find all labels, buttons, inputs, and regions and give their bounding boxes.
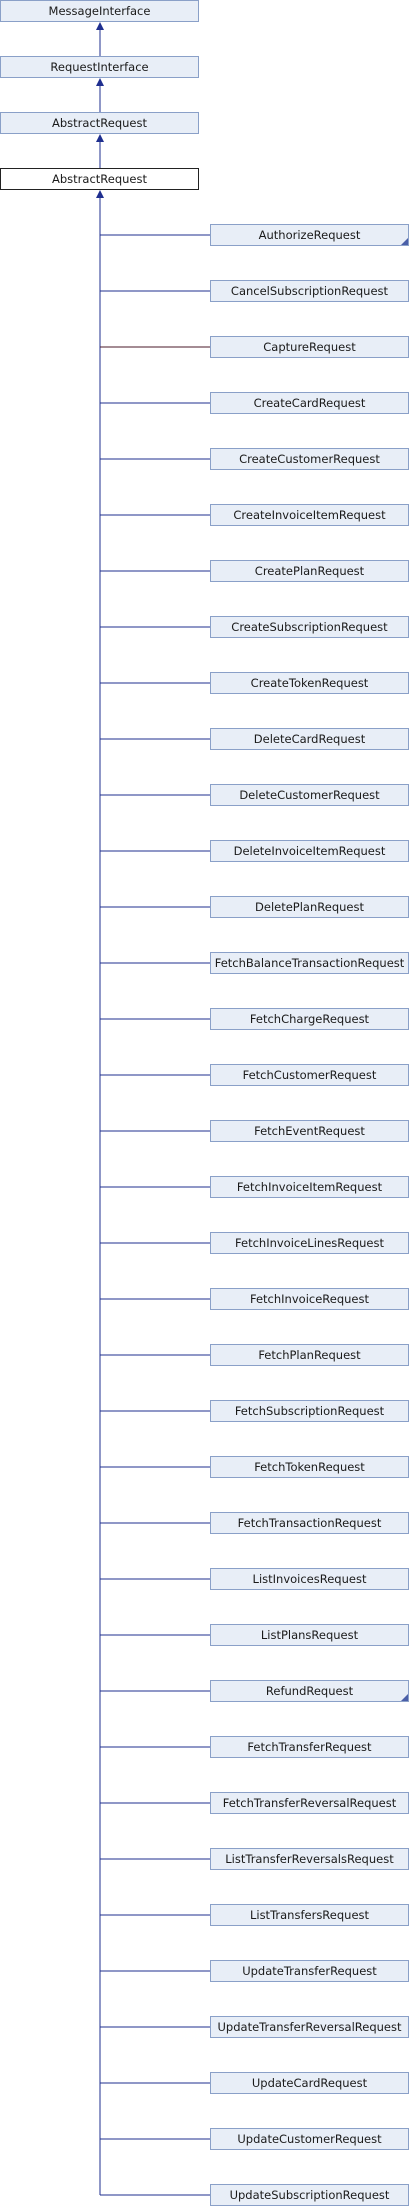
child-node-9[interactable]: CreateTokenRequest (210, 672, 409, 694)
child-node-8-label: CreateSubscriptionRequest (231, 620, 388, 634)
child-node-19[interactable]: FetchInvoiceLinesRequest (210, 1232, 409, 1254)
ancestor-node-2-label: RequestInterface (50, 60, 149, 74)
child-node-26[interactable]: ListPlansRequest (210, 1624, 409, 1646)
child-node-23-label: FetchTokenRequest (254, 1460, 365, 1474)
child-node-15[interactable]: FetchChargeRequest (210, 1008, 409, 1030)
child-node-11-label: DeleteCustomerRequest (239, 788, 380, 802)
child-node-14[interactable]: FetchBalanceTransactionRequest (210, 952, 409, 974)
child-node-5-label: CreateCustomerRequest (239, 452, 380, 466)
child-node-36[interactable]: UpdateSubscriptionRequest (210, 2184, 409, 2206)
child-node-3[interactable]: CaptureRequest (210, 336, 409, 358)
child-node-12-label: DeleteInvoiceItemRequest (233, 844, 386, 858)
child-node-35-label: UpdateCustomerRequest (237, 2132, 382, 2146)
child-node-9-label: CreateTokenRequest (250, 676, 369, 690)
child-node-5[interactable]: CreateCustomerRequest (210, 448, 409, 470)
current-class-node: AbstractRequest (0, 168, 199, 190)
child-node-11[interactable]: DeleteCustomerRequest (210, 784, 409, 806)
child-node-3-label: CaptureRequest (263, 340, 356, 354)
child-node-12[interactable]: DeleteInvoiceItemRequest (210, 840, 409, 862)
child-node-33-label: UpdateTransferReversalRequest (217, 2020, 402, 2034)
child-node-27[interactable]: RefundRequest (210, 1680, 409, 1702)
inherit-arrow-3 (96, 134, 104, 142)
child-node-20[interactable]: FetchInvoiceRequest (210, 1288, 409, 1310)
child-node-10[interactable]: DeleteCardRequest (210, 728, 409, 750)
child-node-2[interactable]: CancelSubscriptionRequest (210, 280, 409, 302)
child-node-25-label: ListInvoicesRequest (252, 1572, 367, 1586)
child-node-18[interactable]: FetchInvoiceItemRequest (210, 1176, 409, 1198)
child-node-20-label: FetchInvoiceRequest (249, 1292, 369, 1306)
ancestor-node-1-label: MessageInterface (48, 4, 151, 18)
child-node-6-label: CreateInvoiceItemRequest (233, 508, 386, 522)
child-node-7[interactable]: CreatePlanRequest (210, 560, 409, 582)
child-node-23[interactable]: FetchTokenRequest (210, 1456, 409, 1478)
child-node-1-label: AuthorizeRequest (258, 228, 361, 242)
child-node-17[interactable]: FetchEventRequest (210, 1120, 409, 1142)
child-node-18-label: FetchInvoiceItemRequest (236, 1180, 383, 1194)
child-node-19-label: FetchInvoiceLinesRequest (235, 1236, 384, 1250)
child-node-13[interactable]: DeletePlanRequest (210, 896, 409, 918)
current-class-node-label: AbstractRequest (52, 172, 147, 186)
child-node-27-label: RefundRequest (265, 1684, 354, 1698)
child-node-24[interactable]: FetchTransactionRequest (210, 1512, 409, 1534)
child-node-14-label: FetchBalanceTransactionRequest (214, 956, 405, 970)
has-subclasses-marker-icon (401, 238, 408, 245)
child-node-29-label: FetchTransferReversalRequest (222, 1796, 397, 1810)
child-node-21[interactable]: FetchPlanRequest (210, 1344, 409, 1366)
child-node-34-label: UpdateCardRequest (251, 2076, 368, 2090)
child-node-25[interactable]: ListInvoicesRequest (210, 1568, 409, 1590)
child-node-16[interactable]: FetchCustomerRequest (210, 1064, 409, 1086)
child-node-31-label: ListTransfersRequest (249, 1908, 370, 1922)
ancestor-node-1[interactable]: MessageInterface (0, 0, 199, 22)
children-trunk-arrow (96, 190, 104, 198)
child-node-21-label: FetchPlanRequest (258, 1348, 361, 1362)
child-node-4[interactable]: CreateCardRequest (210, 392, 409, 414)
child-node-28-label: FetchTransferRequest (247, 1740, 372, 1754)
child-node-35[interactable]: UpdateCustomerRequest (210, 2128, 409, 2150)
child-node-33[interactable]: UpdateTransferReversalRequest (210, 2016, 409, 2038)
child-node-22[interactable]: FetchSubscriptionRequest (210, 1400, 409, 1422)
child-node-32-label: UpdateTransferRequest (242, 1964, 377, 1978)
child-node-17-label: FetchEventRequest (254, 1124, 365, 1138)
child-node-30[interactable]: ListTransferReversalsRequest (210, 1848, 409, 1870)
child-node-6[interactable]: CreateInvoiceItemRequest (210, 504, 409, 526)
child-node-36-label: UpdateSubscriptionRequest (229, 2188, 390, 2202)
child-node-32[interactable]: UpdateTransferRequest (210, 1960, 409, 1982)
ancestor-node-3-label: AbstractRequest (52, 116, 147, 130)
has-subclasses-marker-icon (401, 1694, 408, 1701)
child-node-2-label: CancelSubscriptionRequest (230, 284, 389, 298)
child-node-24-label: FetchTransactionRequest (237, 1516, 382, 1530)
child-node-10-label: DeleteCardRequest (253, 732, 366, 746)
child-node-22-label: FetchSubscriptionRequest (234, 1404, 385, 1418)
inherit-arrow-2 (96, 78, 104, 86)
ancestor-node-3[interactable]: AbstractRequest (0, 112, 199, 134)
child-node-34[interactable]: UpdateCardRequest (210, 2072, 409, 2094)
child-node-16-label: FetchCustomerRequest (242, 1068, 377, 1082)
child-node-7-label: CreatePlanRequest (254, 564, 365, 578)
child-node-26-label: ListPlansRequest (260, 1628, 359, 1642)
child-node-29[interactable]: FetchTransferReversalRequest (210, 1792, 409, 1814)
child-node-4-label: CreateCardRequest (253, 396, 366, 410)
child-node-30-label: ListTransferReversalsRequest (225, 1852, 394, 1866)
child-node-31[interactable]: ListTransfersRequest (210, 1904, 409, 1926)
child-node-8[interactable]: CreateSubscriptionRequest (210, 616, 409, 638)
child-node-28[interactable]: FetchTransferRequest (210, 1736, 409, 1758)
inherit-arrow-1 (96, 22, 104, 30)
ancestor-node-2[interactable]: RequestInterface (0, 56, 199, 78)
child-node-1[interactable]: AuthorizeRequest (210, 224, 409, 246)
child-node-15-label: FetchChargeRequest (249, 1012, 370, 1026)
child-node-13-label: DeletePlanRequest (255, 900, 364, 914)
